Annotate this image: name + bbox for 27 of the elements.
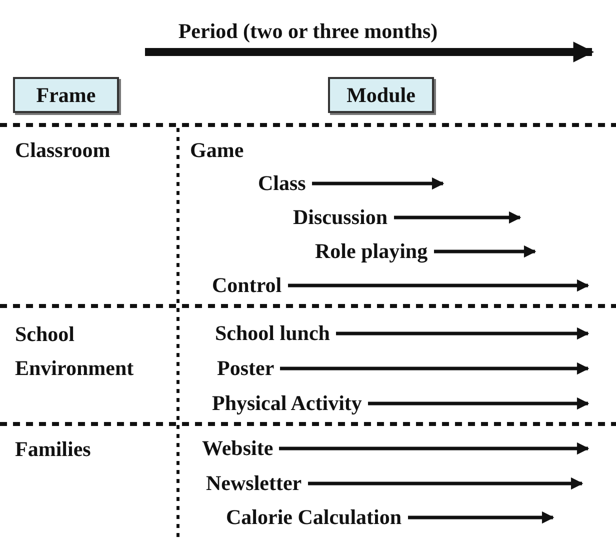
module-label: Newsletter [206,473,302,494]
header-box: Module [328,77,434,113]
arrow [288,279,590,292]
section-label: School Environment [15,321,135,382]
section-label: Game [190,137,244,164]
module-label: Class [258,173,306,194]
arrow [280,362,590,375]
period-label: Period (two or three months) [177,18,439,45]
module-label: Physical Activity [212,393,362,414]
arrow [308,477,584,490]
arrow [394,211,522,224]
arrow [434,245,536,258]
module-label: Discussion [293,207,388,228]
arrow [408,511,554,524]
module-label: Control [212,275,282,296]
arrow [336,327,590,340]
arrow [368,397,590,410]
section-label: Families [15,436,91,463]
module-label: Role playing [315,241,428,262]
module-label: School lunch [215,323,330,344]
section-label: Classroom [15,137,110,164]
module-label: Calorie Calculation [226,507,402,528]
header-box: Frame [13,77,119,113]
module-label: Poster [217,358,274,379]
arrow [312,177,444,190]
module-label: Website [202,438,274,459]
arrow [279,442,590,455]
